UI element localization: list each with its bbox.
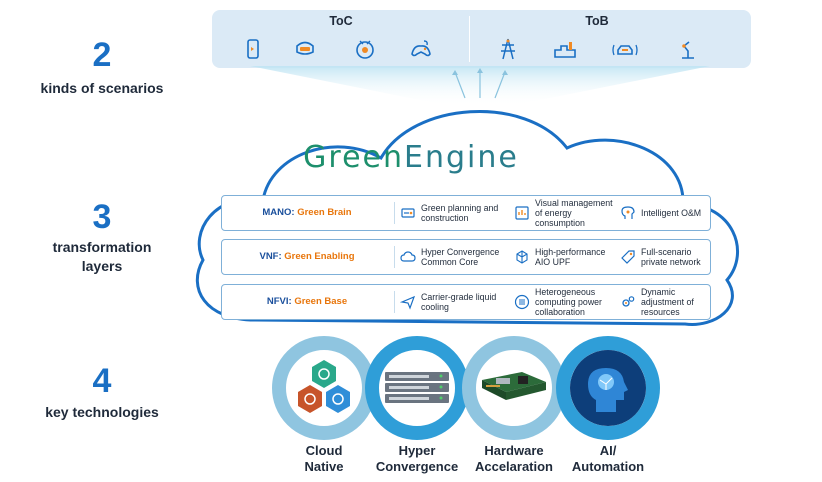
ring-hyper-convergence (365, 336, 469, 440)
scenarios-count: 2 (92, 36, 112, 74)
technologies-caption: key technologies (45, 404, 159, 420)
ring-ai-automation (556, 336, 660, 440)
gears-icon (620, 294, 636, 310)
blueprint-icon (400, 205, 416, 221)
cap-visual-management: Visual management of energy consumption (514, 196, 614, 230)
brand-green: Green (303, 140, 405, 175)
robot-arm-icon (675, 37, 701, 61)
technologies-count: 4 (92, 362, 112, 400)
layer-mano: MANO: Green Brain Green planning and con… (221, 195, 711, 231)
layers-caption-line2: layers (81, 257, 123, 274)
cap-private-network: Full-scenario private network (620, 240, 710, 274)
cloud-native-hexagons-icon (286, 350, 362, 426)
layer-vnf: VNF: Green Enabling Hyper Convergence Co… (221, 239, 711, 275)
connected-car-icon (612, 37, 638, 61)
cap-intelligent-om: Intelligent O&M (620, 196, 710, 230)
tob-title: ToB (585, 14, 609, 28)
brain-icon (620, 205, 636, 221)
cap-aio-upf: High-performance AIO UPF (514, 240, 614, 274)
cap-heterogeneous-computing: Heterogeneous computing power collaborat… (514, 285, 616, 319)
cap-hyper-convergence-core: Hyper Convergence Common Core (400, 240, 508, 274)
layer-mano-name: MANO: Green Brain (262, 207, 352, 218)
gamepad-icon (408, 37, 434, 61)
paper-plane-icon (399, 294, 416, 310)
scenario-beam (250, 66, 710, 106)
cap-dynamic-adjustment: Dynamic adjustment of resources (620, 285, 712, 319)
layers-caption-line1: transformation (52, 239, 152, 255)
layer-vnf-name: VNF: Green Enabling (259, 251, 355, 262)
server-rack-icon (379, 350, 455, 426)
ring-hardware-acceleration (462, 336, 566, 440)
layer-nfvi-name: NFVI: Green Base (266, 296, 348, 307)
robot-vacuum-icon (352, 37, 378, 61)
toc-title: ToC (329, 14, 353, 28)
smartphone-icon (240, 37, 266, 61)
factory-icon (552, 37, 578, 61)
scenarios-divider (469, 16, 470, 62)
tag-icon (620, 249, 636, 265)
dashboard-icon (514, 205, 530, 221)
layers-caption: transformation layers (17, 238, 187, 276)
ring-cloud-native (272, 336, 376, 440)
cube-icon (514, 249, 530, 265)
brand-engine: Engine (404, 140, 519, 175)
accelerator-card-icon (476, 350, 552, 426)
scenarios-panel: ToC ToB (212, 10, 751, 68)
list-icon (514, 294, 530, 310)
layer-nfvi: NFVI: Green Base Carrier-grade liquid co… (221, 284, 711, 320)
scenarios-caption: kinds of scenarios (40, 80, 164, 96)
vr-headset-icon (292, 37, 318, 61)
cap-liquid-cooling: Carrier-grade liquid cooling (399, 285, 508, 319)
tech-label-ai-automation: AI/Automation (571, 443, 645, 475)
greenengine-title: GreenEngine (0, 140, 822, 175)
power-tower-icon (495, 37, 521, 61)
layers-count: 3 (92, 198, 112, 236)
ai-head-icon (570, 350, 646, 426)
cap-green-planning: Green planning and construction (400, 196, 508, 230)
cloud-icon (400, 249, 416, 265)
